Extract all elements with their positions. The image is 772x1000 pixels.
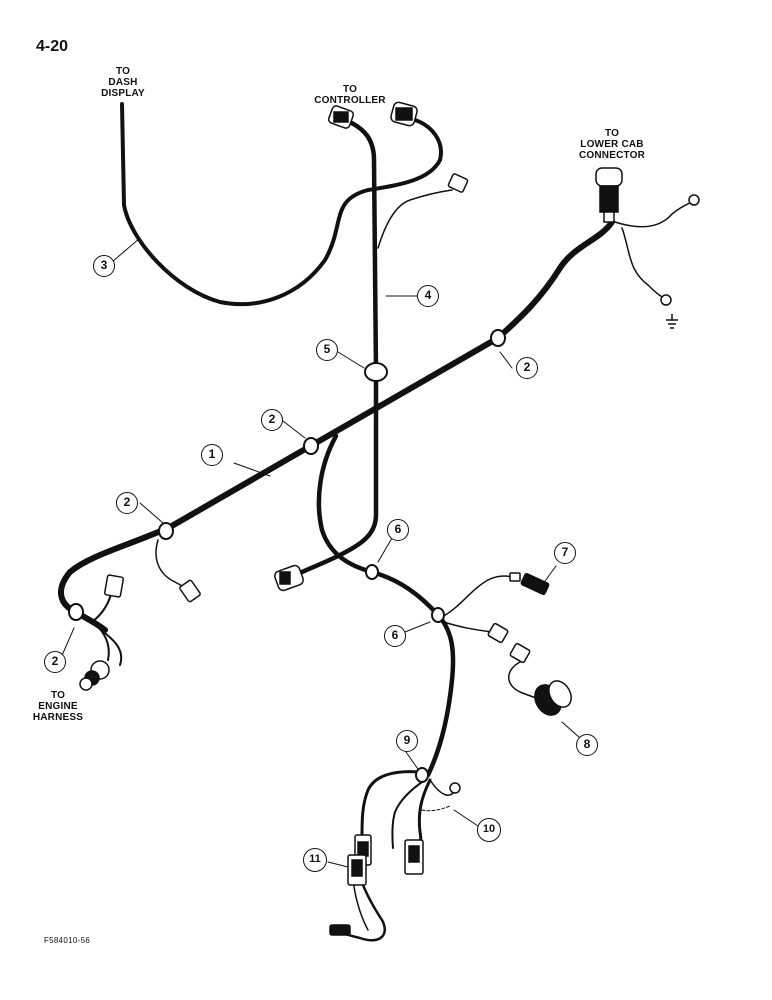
switch-8-wire [443,621,493,633]
callout-10: 10 [477,818,501,842]
grommet-5 [364,362,388,382]
lower-cab-label: TO LOWER CAB CONNECTOR [578,128,646,161]
engine-connector-top [103,574,125,598]
callout-11: 11 [303,848,327,872]
engine-branch-1 [84,617,110,661]
pigtail-connector-top [447,173,469,193]
clip-9 [415,767,429,783]
clip-6-upper [365,564,379,580]
sensor-branch-cable [316,433,456,778]
ground-lead-upper [614,201,693,228]
callout-2-center: 2 [261,409,283,431]
ring-terminal-upper [688,194,700,206]
controller-label: TO CONTROLLER [314,84,386,106]
ground-10-lead [421,805,451,812]
engine-harness-label: TO ENGINE HARNESS [32,690,84,723]
callout-2-left: 2 [116,492,138,514]
ground-symbol-icon [666,314,678,329]
ring-terminal-lower [660,294,672,306]
page-number: 4-20 [36,38,69,55]
lower-connector-b [404,839,424,875]
engine-connector-round [79,660,110,691]
left-pigtail-wire [155,539,191,591]
callout-9: 9 [396,730,418,752]
controller-connector-left [327,105,355,129]
lower-wire-1 [360,770,422,840]
clip-upper-right [490,329,506,347]
engine-branch-3 [95,625,123,666]
callout-5: 5 [316,339,338,361]
pressure-switch-8 [534,680,572,716]
sensor-7-wire [439,575,513,619]
ground-lead-lower [621,227,665,299]
switch-8-connector [487,622,531,664]
dash-display-cable [120,102,443,307]
callout-6-lower: 6 [384,625,406,647]
callout-7: 7 [554,542,576,564]
callout-1: 1 [201,444,223,466]
lower-cab-connector [595,167,623,223]
figure-id: F584010-56 [44,936,91,945]
controller-cable [287,117,379,581]
clip-engine [68,603,84,621]
clip-left [158,522,174,540]
clip-center [303,437,319,455]
main-harness-cable [58,219,615,633]
controller-connector-right [390,101,418,127]
callout-2-engine: 2 [44,651,66,673]
callout-3: 3 [93,255,115,277]
sensor-11-end [329,924,351,936]
controller-cable-end-connector [274,564,304,592]
dash-display-label: TO DASH DISPLAY [101,66,145,99]
callout-4: 4 [417,285,439,307]
clip-6-lower [431,607,445,623]
temperature-sender-7 [509,572,550,596]
callout-8: 8 [576,734,598,756]
left-pigtail-connector [179,579,201,603]
callout-2-right: 2 [516,357,538,379]
connector-11 [347,854,367,886]
leader-lines [59,237,581,869]
ground-terminal-10 [449,782,461,794]
lower-wire-2 [391,779,426,849]
controller-pigtail-wire [377,189,453,249]
callout-6-upper: 6 [387,519,409,541]
